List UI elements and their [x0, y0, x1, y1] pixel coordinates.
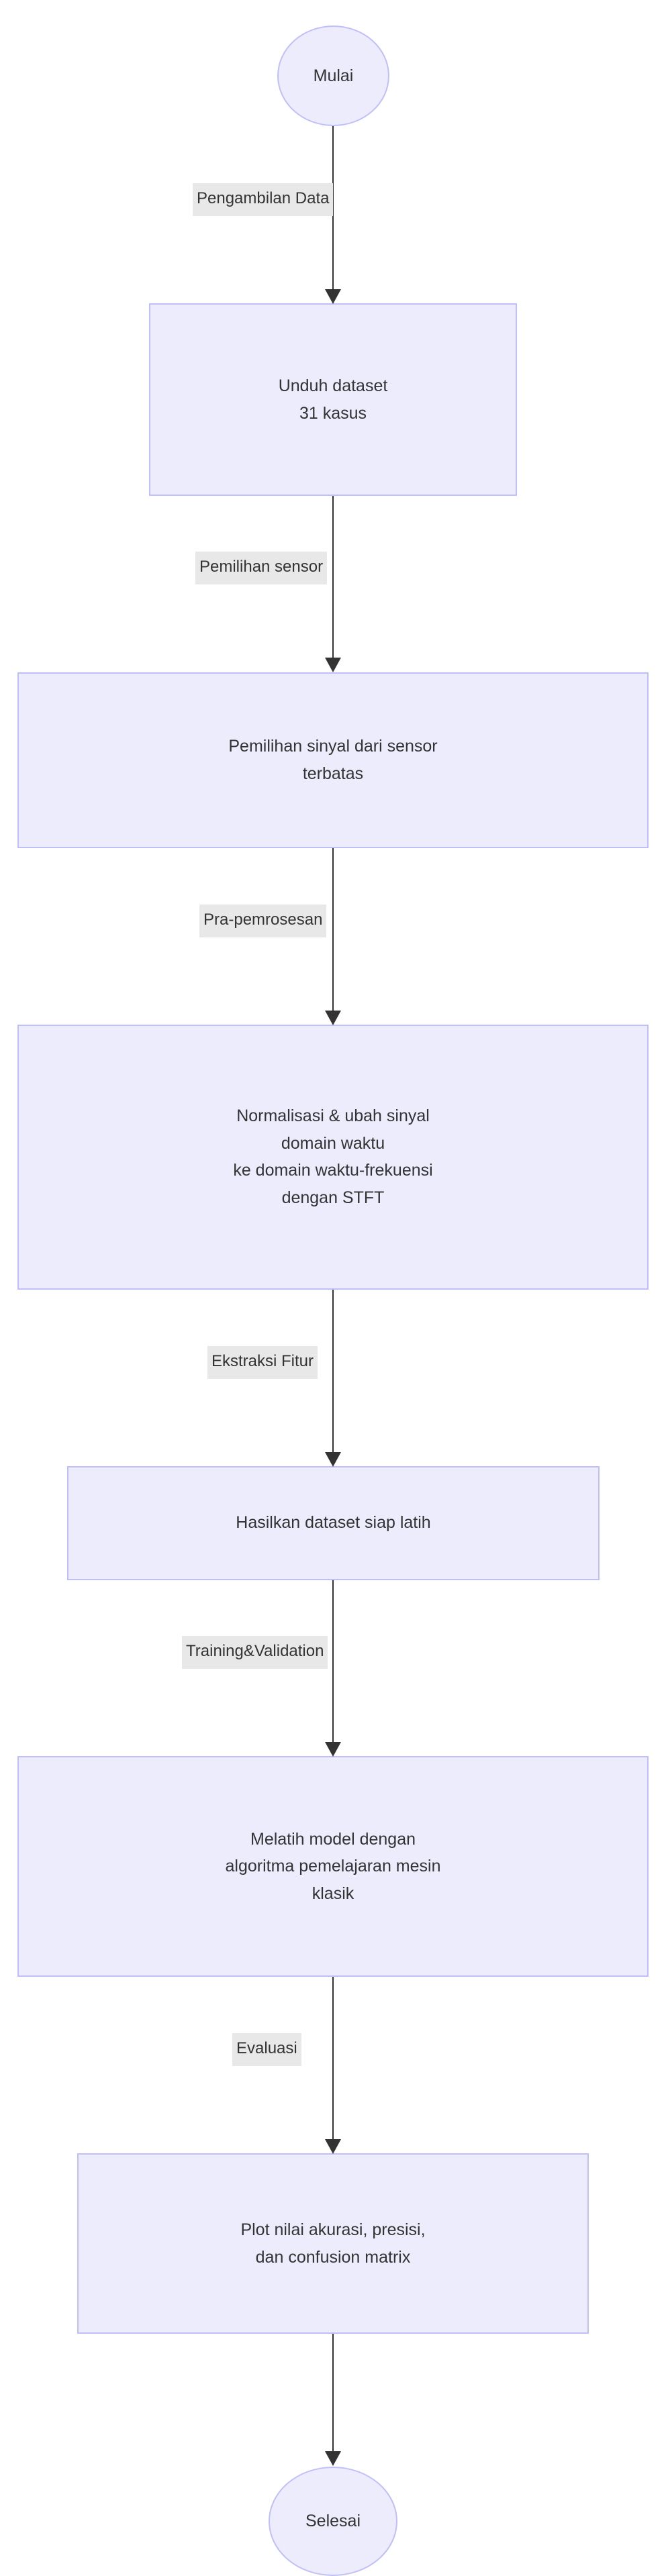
edge-dataset-to-train-arrow: [325, 1742, 341, 1757]
node-plot-evaluasi[interactable]: Plot nilai akurasi, presisi, dan confusi…: [77, 2153, 589, 2334]
edge-download-to-select-line: [332, 495, 334, 668]
node-normalisasi-stft-label: Normalisasi & ubah sinyal domain waktu k…: [233, 1106, 433, 1207]
edge-download-to-select-arrow: [325, 658, 341, 673]
node-hasilkan-dataset[interactable]: Hasilkan dataset siap latih: [67, 1465, 600, 1580]
edge-train-to-evaluate-line: [332, 1977, 334, 2149]
node-pemilihan-sinyal-label: Pemilihan sinyal dari sensor terbatas: [228, 737, 438, 783]
edge-start-to-download-arrow: [325, 289, 341, 305]
node-melatih-model-label: Melatih model dengan algoritma pemelajar…: [225, 1829, 441, 1903]
node-start-mulai[interactable]: Mulai: [277, 25, 389, 127]
node-hasilkan-dataset-label: Hasilkan dataset siap latih: [236, 1513, 431, 1533]
edge-dataset-to-train-line: [332, 1580, 334, 1752]
node-pemilihan-sinyal[interactable]: Pemilihan sinyal dari sensor terbatas: [17, 672, 649, 849]
edge-preprocess-to-dataset-arrow: [325, 1451, 341, 1467]
edge-evaluate-to-end-line: [332, 2334, 334, 2461]
edge-label-training-validation: Training&Validation: [182, 1636, 328, 1669]
node-melatih-model[interactable]: Melatih model dengan algoritma pemelajar…: [17, 1756, 649, 1977]
edge-label-evaluasi: Evaluasi: [232, 2032, 301, 2066]
node-plot-evaluasi-label: Plot nilai akurasi, presisi, dan confusi…: [240, 2220, 426, 2267]
node-end-selesai-label: Selesai: [305, 2512, 361, 2531]
edge-label-ekstraksi-fitur: Ekstraksi Fitur: [207, 1345, 318, 1379]
node-unduh-dataset[interactable]: Unduh dataset 31 kasus: [149, 303, 517, 496]
node-normalisasi-stft[interactable]: Normalisasi & ubah sinyal domain waktu k…: [17, 1024, 649, 1290]
edge-preprocess-to-dataset-line: [332, 1290, 334, 1462]
edge-evaluate-to-end-arrow: [325, 2451, 341, 2467]
edge-select-to-preprocess-arrow: [325, 1010, 341, 1025]
edge-label-pemilihan-sensor: Pemilihan sensor: [195, 552, 328, 585]
edge-train-to-evaluate-arrow: [325, 2139, 341, 2154]
edge-label-pengambilan-data: Pengambilan Data: [193, 183, 334, 217]
node-unduh-dataset-label: Unduh dataset 31 kasus: [278, 376, 388, 423]
edge-label-pra-pemrosesan: Pra-pemrosesan: [199, 904, 327, 937]
edge-select-to-preprocess-line: [332, 848, 334, 1021]
node-start-mulai-label: Mulai: [313, 66, 354, 86]
node-end-selesai[interactable]: Selesai: [269, 2466, 397, 2576]
